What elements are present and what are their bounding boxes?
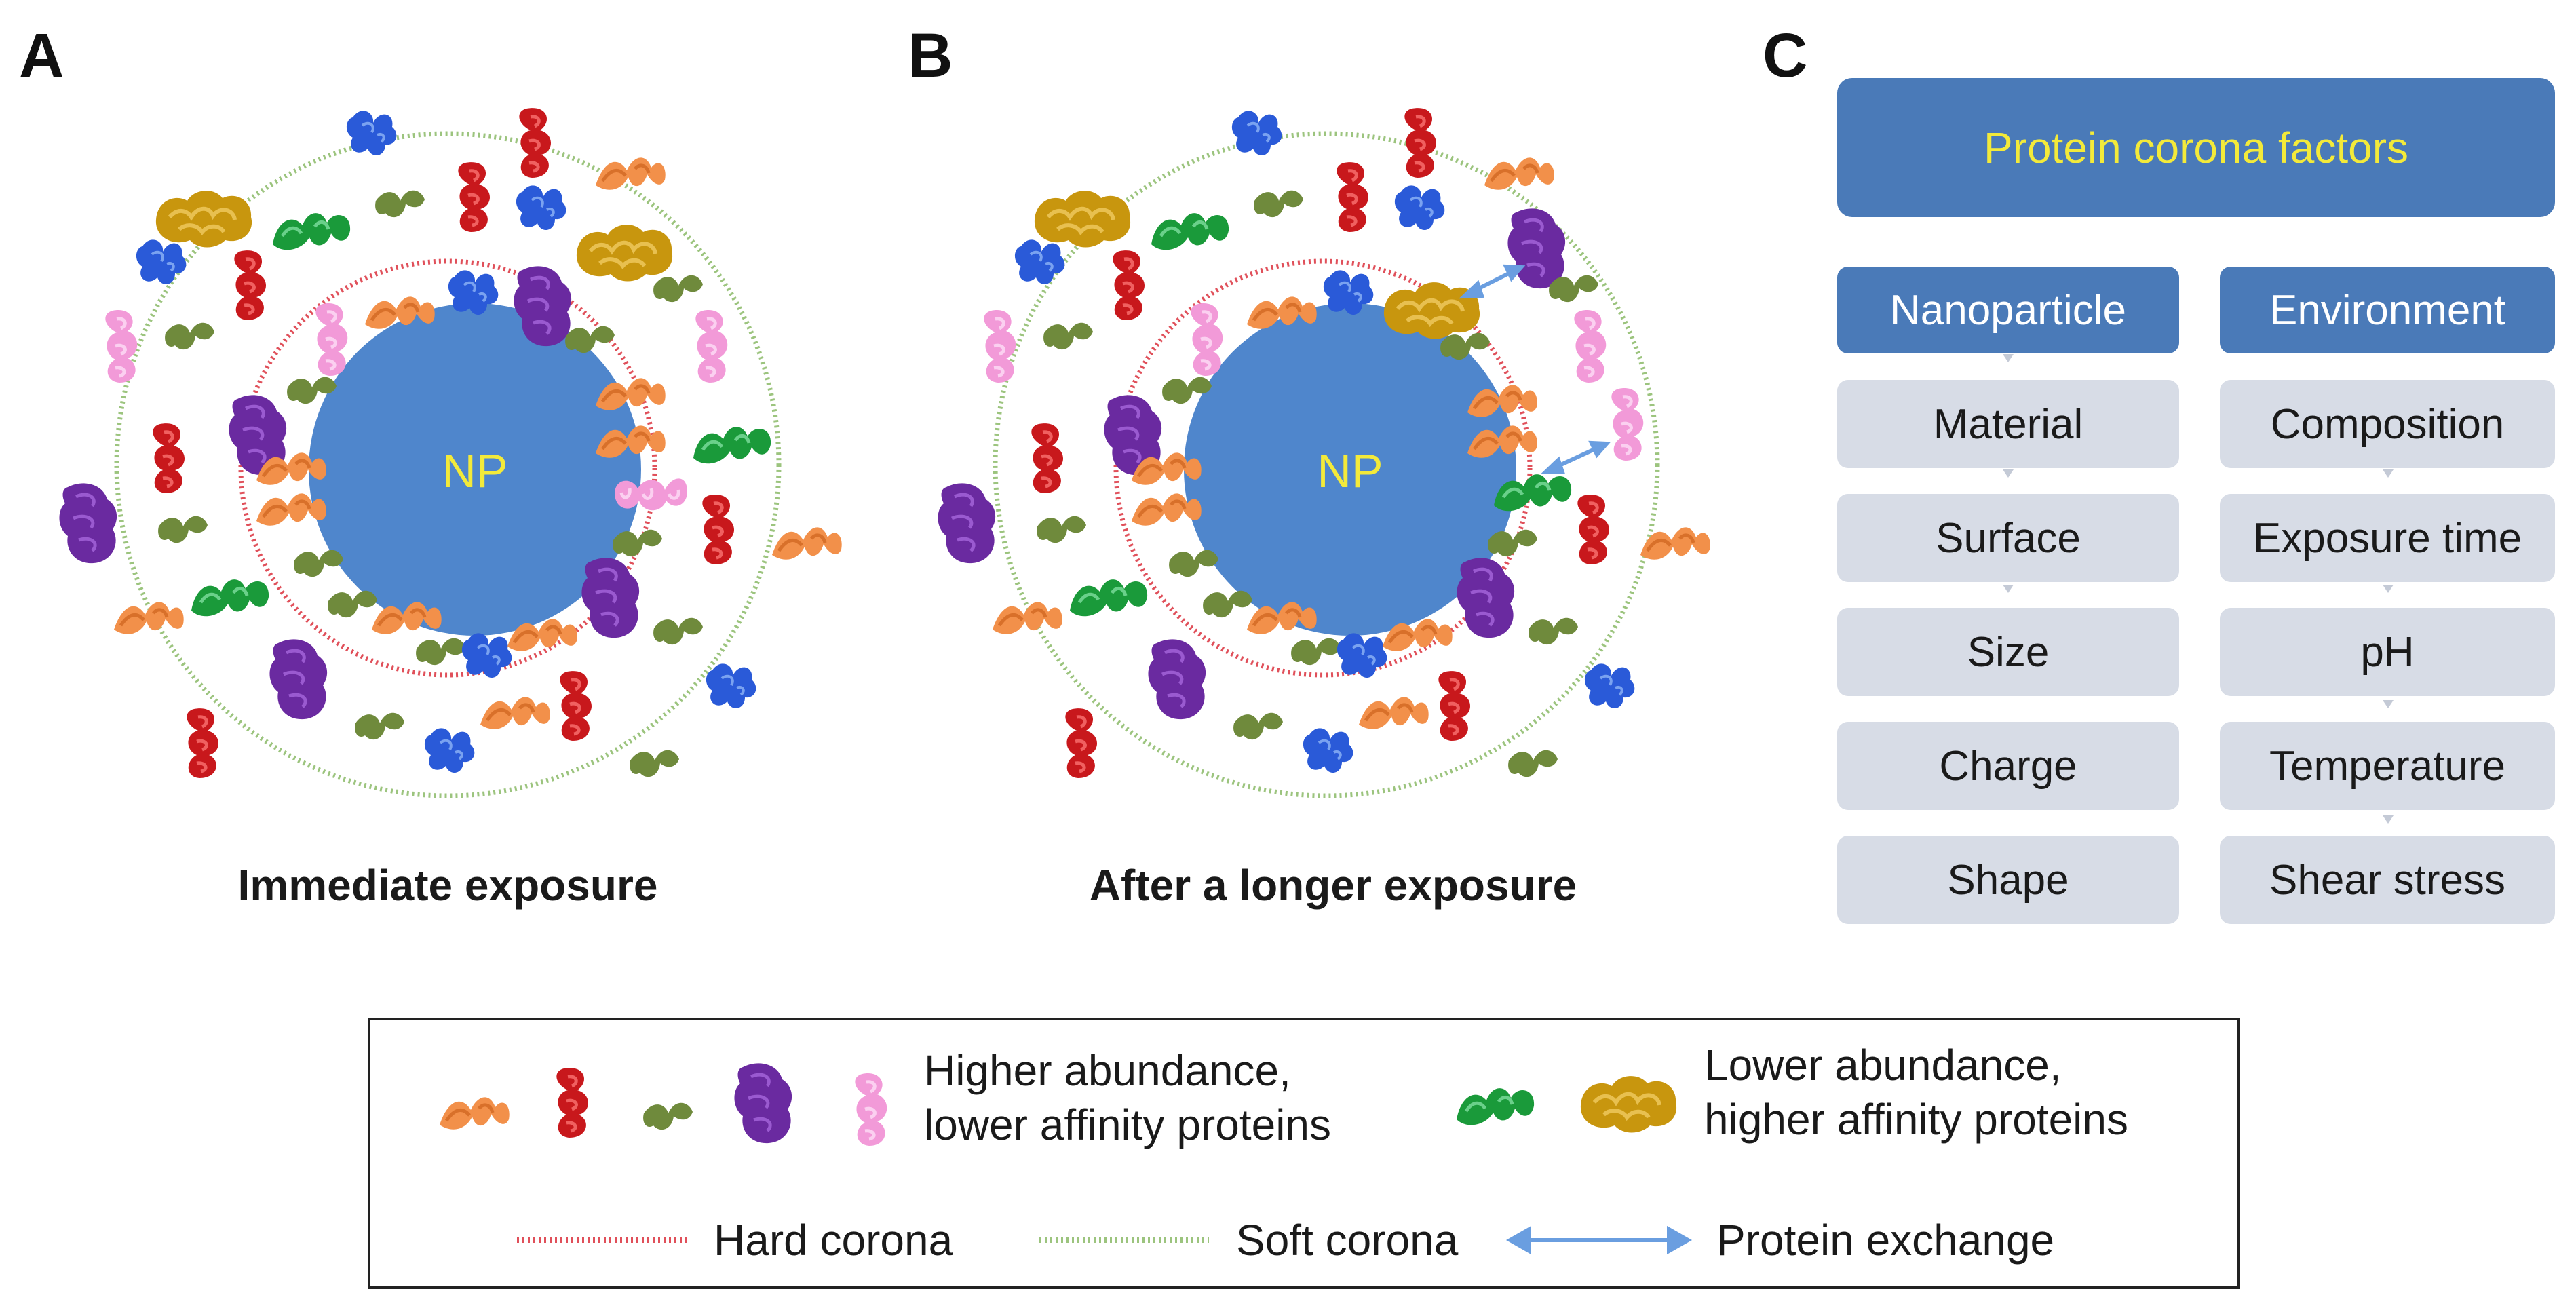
legend-box [368,1018,2240,1289]
factor-temperature: Temperature [2220,722,2555,810]
hard-corona-ring-b [1113,258,1533,678]
factor-composition: Composition [2220,380,2555,468]
panel-a-diagram: NP [59,108,841,798]
factor-material: Material [1837,380,2179,468]
factor-shear-stress: Shear stress [2220,836,2555,924]
factor-exposure-time: Exposure time [2220,494,2555,582]
nanoparticle-a [309,303,641,636]
legend-soft-corona-label: Soft corona [1236,1216,1459,1265]
panel-letter-a: A [19,21,64,90]
panel-letter-c: C [1763,21,1808,90]
np-label-a: NP [442,444,507,497]
legend-exchange-arrow [1505,1225,1693,1255]
nanoparticle-b [1184,303,1516,636]
caption-b: After a longer exposure [1089,861,1577,910]
legend-protein-exchange-label: Protein exchange [1716,1216,2055,1265]
hard-corona-ring-a [238,258,657,678]
factor-charge: Charge [1837,722,2179,810]
exchange-arrow-lower [1540,440,1611,474]
legend-lower-abundance-line2: higher affinity proteins [1704,1095,2128,1144]
factor-surface: Surface [1837,494,2179,582]
legend-lower-abundance-line1: Lower abundance, [1704,1041,2062,1090]
panel-b-diagram: NP [938,108,1710,798]
np-label-b: NP [1317,444,1383,497]
caption-a: Immediate exposure [237,861,658,910]
panel-letter-b: B [908,21,953,90]
soft-corona-ring-a [114,131,782,798]
exchange-arrow-upper [1459,264,1526,299]
panel-c-connectors [2003,354,2394,824]
soft-corona-ring-b [993,131,1660,798]
factor-ph: pH [2220,608,2555,696]
nanoparticle-header: Nanoparticle [1837,267,2179,353]
environment-header: Environment [2220,267,2555,353]
factor-shape: Shape [1837,836,2179,924]
protein-corona-factors-title: Protein corona factors [1837,78,2555,217]
legend-higher-abundance-line1: Higher abundance, [924,1046,1291,1095]
factor-size: Size [1837,608,2179,696]
legend-higher-abundance-line2: lower affinity proteins [924,1100,1331,1149]
legend-hard-corona-label: Hard corona [714,1216,953,1265]
legend-swatches [440,1063,1693,1255]
